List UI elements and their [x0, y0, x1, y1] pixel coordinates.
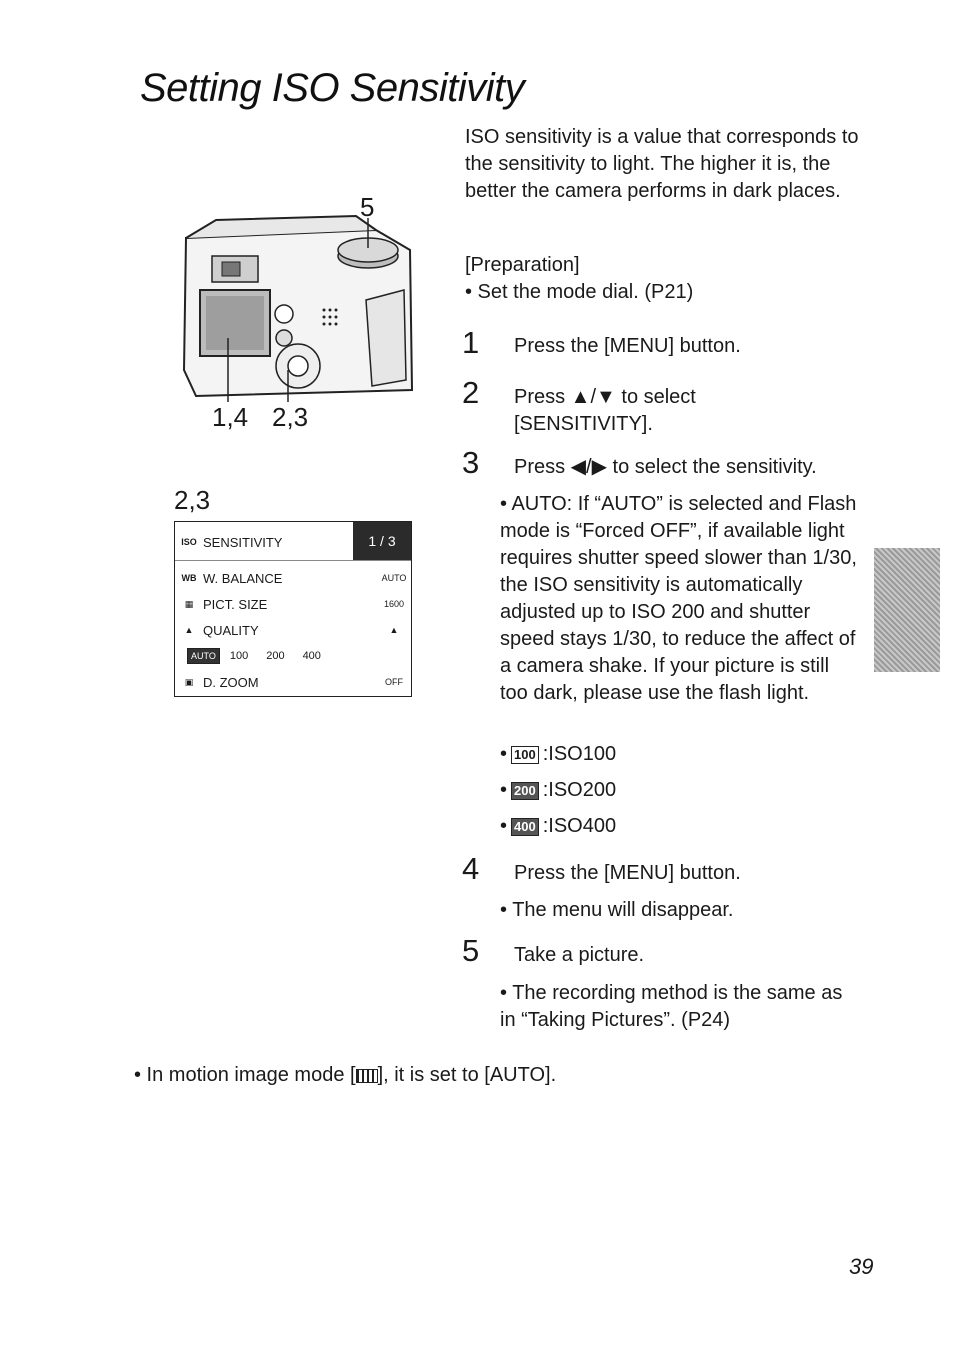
intro-paragraph: ISO sensitivity is a value that correspo…: [465, 126, 859, 202]
menu-row-value: 1600: [383, 599, 405, 609]
footnote: • In motion image mode [ ], it is set to …: [134, 1062, 556, 1089]
iso-option-text: :ISO100: [542, 743, 617, 765]
iso-option: 400: [302, 650, 321, 662]
menu-row-label: PICT. SIZE: [203, 596, 268, 612]
preparation-item: • Set the mode dial. (P21): [465, 281, 694, 303]
step5-note: • The recording method is the same as in…: [500, 982, 843, 1031]
section-tab-marker: [874, 548, 940, 672]
menu-row-iso-options: AUTO 100 200 400: [175, 644, 411, 668]
auto-explanation: • AUTO: If “AUTO” is selected and Flash …: [500, 493, 857, 704]
footnote-after: ], it is set to [AUTO].: [377, 1064, 557, 1086]
menu-row-label: SENSITIVITY: [203, 534, 283, 550]
menu-row-label: W. BALANCE: [203, 570, 283, 586]
menu-row-white-balance: WB W. BALANCE AUTO: [175, 566, 411, 590]
step-number: 1: [462, 325, 480, 360]
step-number: 2: [462, 375, 480, 410]
menu-divider: [175, 560, 411, 561]
camera-illustration: [176, 190, 421, 410]
preparation-block: [Preparation] • Set the mode dial. (P21): [465, 252, 865, 306]
iso-option-text: :ISO400: [542, 815, 617, 837]
iso-option-text: :ISO200: [542, 779, 617, 801]
menu-row-sensitivity: ISO SENSITIVITY: [175, 530, 411, 554]
menu-row-d-zoom: ▣ D. ZOOM OFF: [175, 670, 411, 694]
step-text: Press the [MENU] button.: [514, 862, 741, 884]
menu-row-value: OFF: [385, 677, 403, 687]
step-text: Press ▲/▼ to select [SENSITIVITY].: [514, 386, 696, 435]
menu-screen-illustration: 1 / 3 ISO SENSITIVITY WB W. BALANCE AUTO…: [174, 521, 412, 697]
wb-icon: WB: [181, 573, 197, 583]
callout-step-5: 5: [360, 192, 375, 222]
iso-400-icon: 400: [511, 817, 539, 836]
iso-option-item: • 400 :ISO400: [500, 813, 616, 840]
menu-page-indicator: 1 / 3: [353, 522, 411, 560]
step-text: Press the [MENU] button.: [514, 335, 741, 357]
menu-row-quality: ▲ QUALITY ▲: [175, 618, 411, 642]
callout-step-2-3: 2,3: [272, 402, 309, 432]
step-number: 3: [462, 445, 480, 480]
selected-option-badge: AUTO: [187, 648, 220, 664]
footnote-before: • In motion image mode [: [134, 1064, 356, 1086]
page-number: 39: [849, 1254, 874, 1279]
quality-icon: ▲: [184, 625, 194, 635]
zoom-icon: ▣: [184, 676, 194, 687]
iso-icon: ISO: [181, 537, 197, 547]
menu-row-value: AUTO: [381, 573, 407, 583]
iso-200-icon: 200: [511, 781, 539, 800]
preparation-heading: [Preparation]: [465, 254, 580, 276]
menu-row-label: QUALITY: [203, 622, 259, 638]
iso-100-icon: 100: [511, 745, 539, 764]
iso-option-item: • 200 :ISO200: [500, 777, 616, 804]
motion-image-icon: [355, 1068, 378, 1083]
menu-figure-label: 2,3: [174, 485, 211, 515]
menu-row-label: D. ZOOM: [203, 674, 259, 690]
menu-row-value: ▲: [389, 625, 399, 635]
iso-option-item: • 100 :ISO100: [500, 741, 616, 768]
step-number: 4: [462, 851, 480, 886]
menu-row-pict-size: ▦ PICT. SIZE 1600: [175, 592, 411, 616]
pict-size-icon: ▦: [184, 598, 194, 609]
step-text: Press ◀/▶ to select the sensitivity.: [514, 456, 817, 478]
iso-option: 200: [266, 650, 285, 662]
callout-step-1-4: 1,4: [212, 402, 249, 432]
iso-option: 100: [229, 650, 249, 662]
step-text: Take a picture.: [514, 944, 645, 966]
step4-note: • The menu will disappear.: [500, 899, 734, 921]
page-title: Setting ISO Sensitivity: [140, 66, 525, 110]
step-number: 5: [462, 933, 480, 968]
